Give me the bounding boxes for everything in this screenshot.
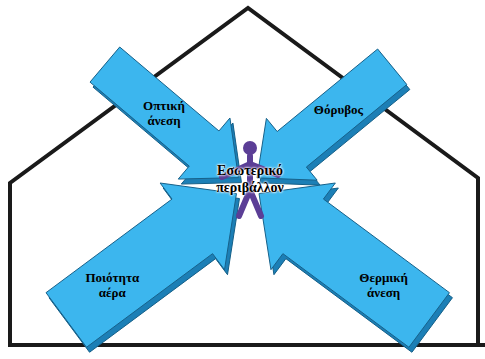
- arrow-shape: Θερμική άνεση: [257, 181, 454, 354]
- arrow-shape: Ποιότητα αέρα: [44, 181, 241, 354]
- arrow-shape: [44, 181, 241, 354]
- arrow-shape: [257, 181, 454, 354]
- arrow-label: Θόρυβος: [302, 103, 374, 118]
- arrow-label: Θερμική άνεση: [348, 271, 420, 301]
- arrow-label: Ποιότητα αέρα: [76, 271, 148, 301]
- arrow-face: [259, 183, 449, 347]
- center-label: Εσωτερικό περιβάλλον: [190, 163, 310, 197]
- person-head: [243, 141, 257, 155]
- arrow-face: [257, 49, 407, 180]
- arrow-face: [90, 47, 238, 179]
- arrow-label: Οπτική άνεση: [128, 99, 200, 129]
- arrow-face: [46, 183, 236, 347]
